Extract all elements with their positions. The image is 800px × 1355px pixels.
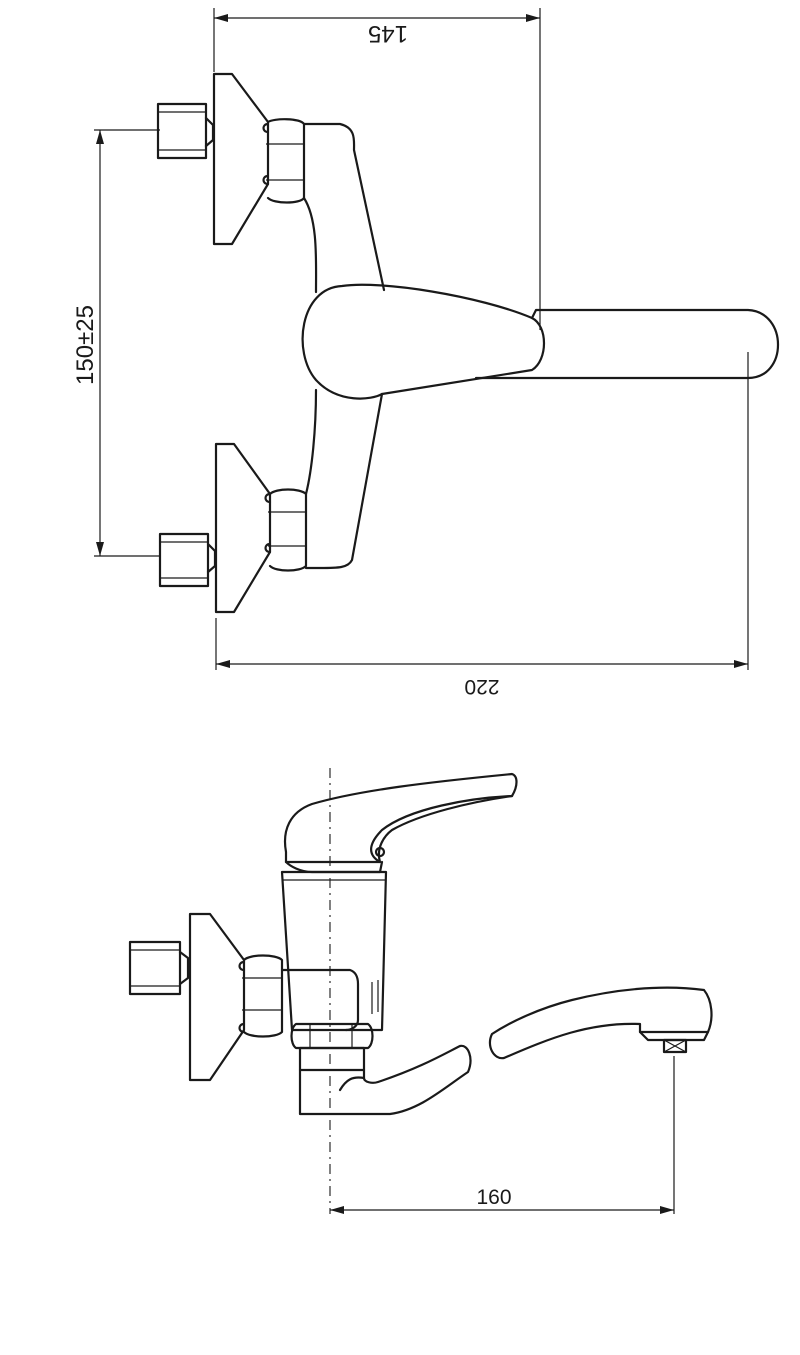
- dimension-220: 220: [215, 352, 749, 698]
- side-view: 160: [128, 768, 713, 1214]
- top-view: 145 150±25 220: [72, 8, 779, 698]
- dimension-145-label: 145: [368, 20, 408, 47]
- side-body: [280, 870, 388, 1032]
- aerator: [662, 1038, 688, 1054]
- dimension-160: 160: [330, 1056, 675, 1214]
- dimension-150-25: 150±25: [72, 129, 160, 557]
- mixer-body-top: [301, 122, 779, 570]
- swivel-nut: [290, 1022, 374, 1050]
- dimension-150-25-label: 150±25: [72, 305, 99, 385]
- dimension-220-label: 220: [464, 675, 499, 698]
- dimension-145: 145: [213, 8, 541, 330]
- lower-inlet-connector: [158, 442, 308, 614]
- upper-inlet-connector: [156, 72, 306, 246]
- side-lever: [284, 772, 518, 874]
- spout-end: [488, 986, 713, 1060]
- dimension-160-label: 160: [476, 1186, 511, 1209]
- spout-base: [298, 1044, 472, 1116]
- side-inlet-connector: [128, 912, 284, 1082]
